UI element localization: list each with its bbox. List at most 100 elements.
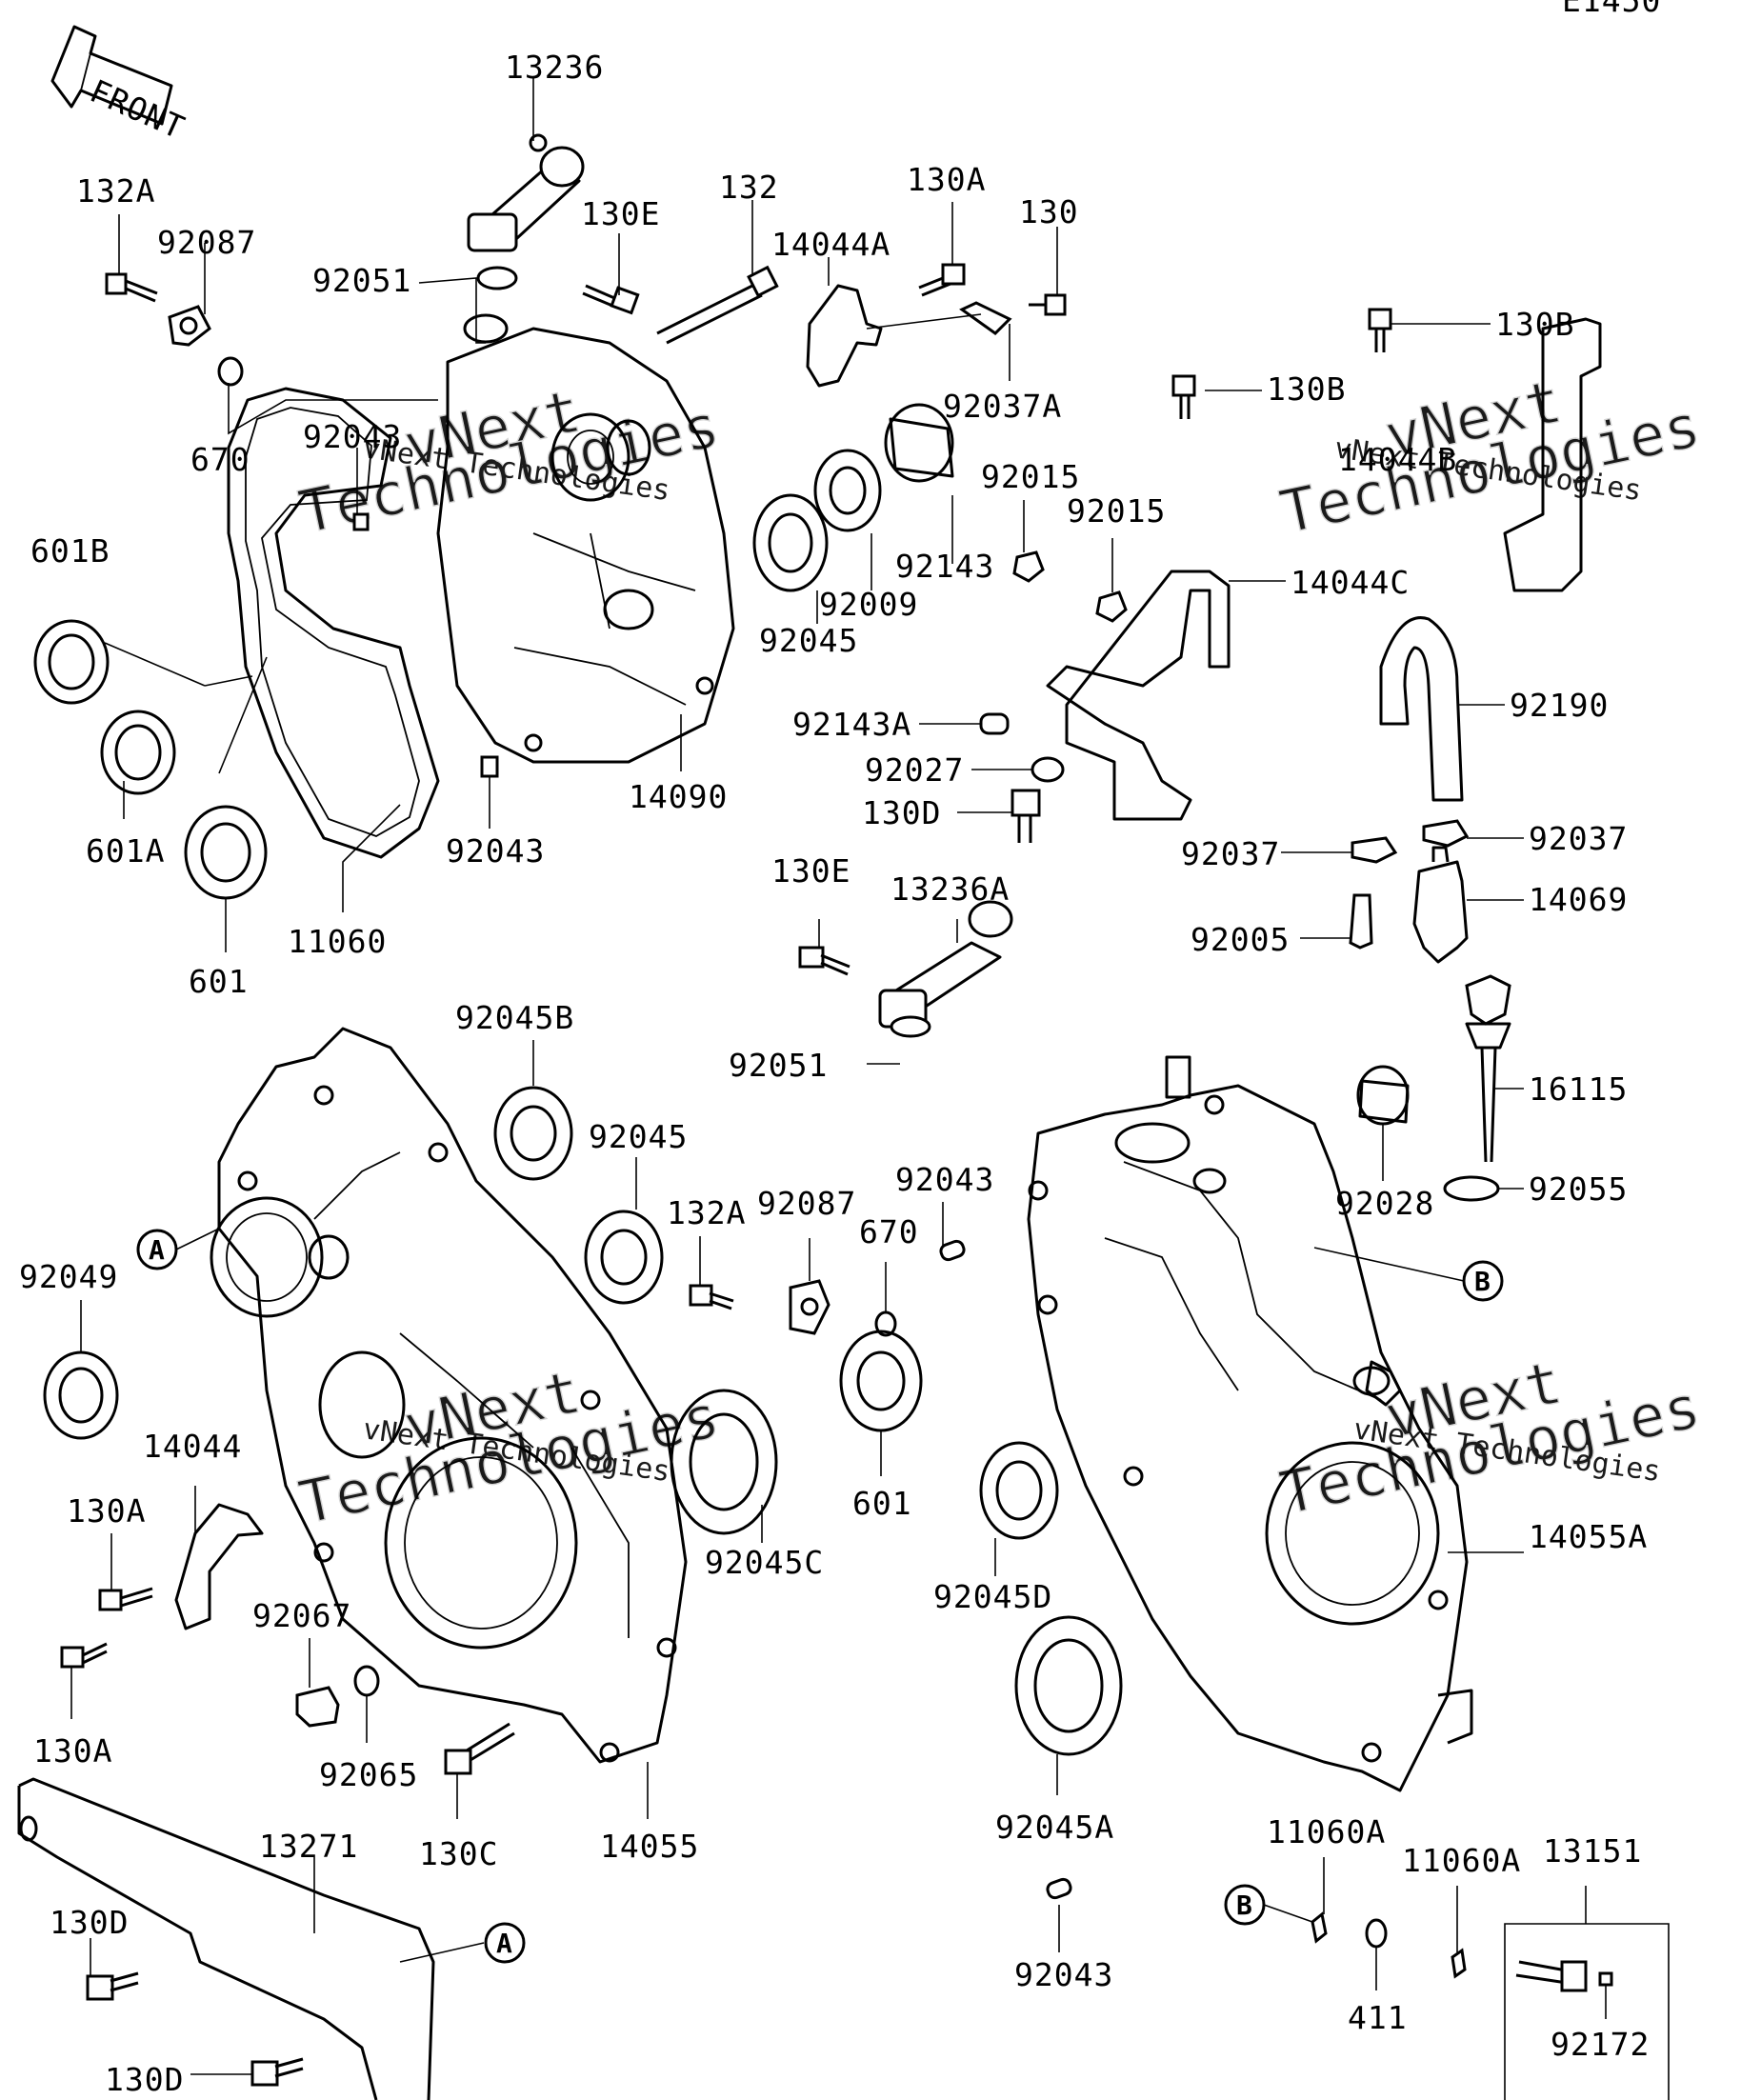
label-130c: 130C <box>419 1835 498 1872</box>
ring-92028 <box>1356 1065 1410 1126</box>
label-16115: 16115 <box>1529 1070 1628 1108</box>
label-601-top: 601 <box>189 963 249 1000</box>
label-92045a: 92045A <box>995 1809 1114 1846</box>
shift-arm-13236a <box>878 900 1013 1029</box>
label-670-top: 670 <box>190 441 250 478</box>
clamp-92037-left <box>1351 836 1398 864</box>
washer-92051-mid <box>890 1015 931 1038</box>
label-92015-a: 92015 <box>981 458 1080 495</box>
svg-text:A: A <box>496 1928 512 1959</box>
dowel-92043-c <box>939 1239 966 1262</box>
dowel-92043-d <box>1046 1877 1072 1900</box>
label-92015-b: 92015 <box>1067 492 1166 530</box>
front-label: FRONT <box>85 72 190 147</box>
bolt-130b-1 <box>1368 308 1392 352</box>
label-14044b: 14044B <box>1338 441 1457 478</box>
dowel-92043-a <box>352 512 370 531</box>
bolt-130e-mid <box>798 946 850 976</box>
label-92087-top: 92087 <box>157 224 256 261</box>
part-labels: 13236 132A 92087 92051 130E 132 14044A 1… <box>19 49 1650 2098</box>
label-92051-mid: 92051 <box>729 1047 828 1084</box>
bolt-132a-mid <box>689 1284 734 1310</box>
plate-92087-top <box>168 305 211 347</box>
label-92043-c: 92043 <box>895 1161 994 1198</box>
bolt-130d-b <box>250 2057 304 2087</box>
label-92049: 92049 <box>19 1258 118 1295</box>
svg-text:A: A <box>149 1234 165 1266</box>
gear-case-14090 <box>436 313 735 764</box>
label-130d-b: 130D <box>105 2061 184 2098</box>
label-92172: 92172 <box>1551 2026 1650 2063</box>
label-130e-top: 130E <box>581 195 660 232</box>
seal-92049 <box>43 1350 119 1440</box>
callout-b-mid: B <box>1462 1260 1504 1302</box>
label-130b-2: 130B <box>1267 370 1346 408</box>
label-130d-mid: 130D <box>862 794 941 831</box>
label-92190: 92190 <box>1510 687 1609 724</box>
bolt-130c <box>444 1722 515 1775</box>
label-92045c: 92045C <box>705 1544 824 1581</box>
label-92043-b: 92043 <box>446 832 545 870</box>
clamp-92037-right <box>1422 819 1470 848</box>
svg-text:B: B <box>1236 1890 1252 1921</box>
label-92045-mid: 92045 <box>589 1118 688 1155</box>
label-92043-d: 92043 <box>1014 1956 1113 1993</box>
label-130a-a: 130A <box>67 1492 146 1530</box>
label-92143a: 92143A <box>792 706 911 743</box>
bolt-130b-2 <box>1171 374 1196 419</box>
svg-text:B: B <box>1474 1266 1491 1297</box>
bearing-92045-top <box>752 493 829 592</box>
long-bolt-132 <box>656 265 779 345</box>
label-13271: 13271 <box>259 1828 358 1865</box>
callout-a-mid: A <box>136 1229 178 1270</box>
bearing-92045d <box>979 1441 1059 1540</box>
bolt-130a-a <box>98 1587 153 1611</box>
bolt-130d-mid <box>1011 789 1041 843</box>
label-92037-left: 92037 <box>1181 835 1280 872</box>
label-92045d: 92045D <box>933 1578 1052 1615</box>
bearing-92045b <box>493 1086 573 1181</box>
bracket-14044a <box>806 284 883 388</box>
gasket-11060a-a <box>1311 1911 1328 1944</box>
nut-130-top <box>1029 293 1067 316</box>
bolt-13151 <box>1515 1960 1588 1992</box>
oring-92055 <box>1443 1175 1500 1202</box>
washer-411 <box>1365 1918 1388 1949</box>
label-92065: 92065 <box>319 1756 418 1793</box>
label-92055: 92055 <box>1529 1170 1628 1208</box>
bearing-92045c <box>670 1389 778 1535</box>
label-130b-1: 130B <box>1495 306 1574 343</box>
plate-92087-mid <box>789 1279 830 1335</box>
bolt-130d-a <box>86 1971 139 2001</box>
label-92005: 92005 <box>1191 921 1290 958</box>
bolt-130e <box>582 284 640 315</box>
washer-92051 <box>476 266 518 290</box>
gasket-11060 <box>227 387 440 859</box>
label-14055a: 14055A <box>1529 1518 1648 1555</box>
label-13151: 13151 <box>1543 1832 1642 1870</box>
label-92045-top: 92045 <box>759 622 858 659</box>
label-92037-right: 92037 <box>1529 820 1628 857</box>
bearing-601-top <box>184 805 268 900</box>
label-14090: 14090 <box>629 778 728 815</box>
plug-92067 <box>295 1686 340 1728</box>
nut-92015-a <box>1012 550 1045 583</box>
dowel-92043-b <box>480 755 499 778</box>
label-92037a: 92037A <box>943 388 1062 425</box>
label-132a-top: 132A <box>76 172 155 210</box>
callout-a-bottom: A <box>484 1922 526 1964</box>
gasket-11060a-b <box>1451 1948 1467 1979</box>
crankcase-14055a <box>1027 1055 1473 1792</box>
label-130d-a: 130D <box>50 1904 129 1941</box>
label-11060: 11060 <box>288 923 387 960</box>
bolt-132a-top <box>105 272 158 303</box>
label-92143: 92143 <box>895 548 994 585</box>
bracket-14044b <box>1503 317 1602 592</box>
label-92009: 92009 <box>819 586 918 623</box>
label-11060a-a: 11060A <box>1267 1813 1386 1850</box>
label-92051-top: 92051 <box>312 262 411 299</box>
label-92087-mid: 92087 <box>757 1185 856 1222</box>
diagram-code: E1450 <box>1562 0 1661 19</box>
washer-92027 <box>1031 756 1065 783</box>
